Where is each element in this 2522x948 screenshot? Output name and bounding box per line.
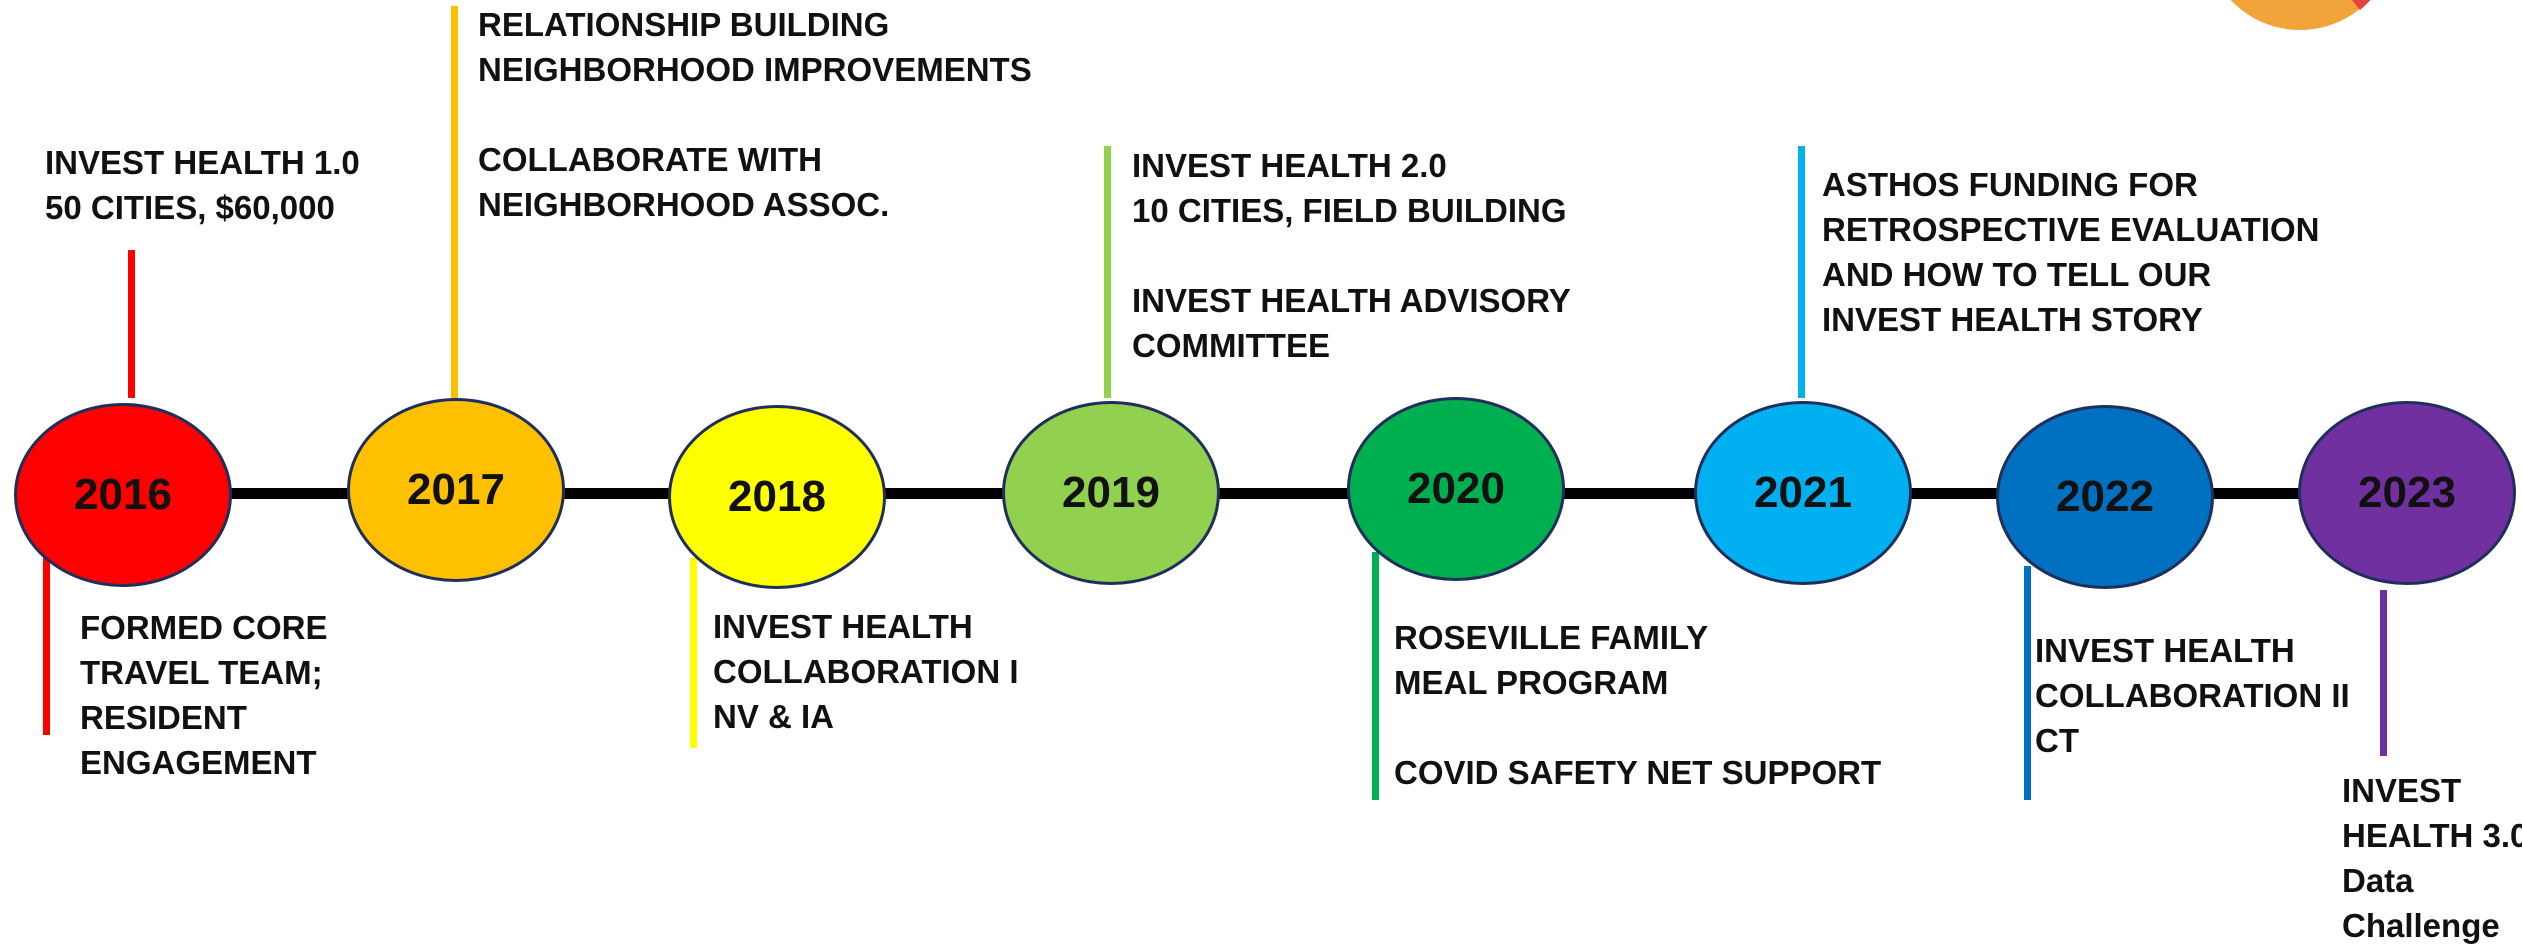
event-2023-below: INVEST HEALTH 3.0 Data Challenge [2342,768,2522,948]
event-2022-below: INVEST HEALTH COLLABORATION II CT [2035,628,2350,763]
event-line: ROSEVILLE FAMILY [1394,619,1709,656]
event-line: INVEST HEALTH STORY [1822,301,2203,338]
event-line: ASTHOS FUNDING FOR [1822,166,2198,203]
event-line: AND HOW TO TELL OUR [1822,256,2212,293]
year-label-2018: 2018 [728,472,826,521]
stem-2018-below [690,558,697,748]
event-2016-below: FORMED CORE TRAVEL TEAM; RESIDENT ENGAGE… [80,605,328,785]
stem-2019-above [1104,146,1111,398]
year-node-2021: 2021 [1694,401,1912,585]
event-line: HEALTH 3.0 [2342,817,2522,854]
year-label-2017: 2017 [407,465,505,514]
year-node-2022: 2022 [1996,405,2214,589]
event-line: COVID SAFETY NET SUPPORT [1394,754,1882,791]
event-line: RELATIONSHIP BUILDING [478,6,890,43]
event-line: MEAL PROGRAM [1394,664,1669,701]
event-line: COMMITTEE [1132,327,1330,364]
stem-2022-below [2024,566,2031,800]
year-node-2016: 2016 [14,403,232,587]
year-node-2023: 2023 [2298,401,2516,585]
logo-graphic [2230,0,2371,30]
event-line: CT [2035,722,2079,759]
event-line: RETROSPECTIVE EVALUATION [1822,211,2320,248]
event-line: NV & IA [713,698,835,735]
event-line: NEIGHBORHOOD ASSOC. [478,186,890,223]
year-node-2018: 2018 [668,405,886,589]
stem-2016-above [128,250,135,398]
event-line: INVEST HEALTH 2.0 [1132,147,1447,184]
event-2020-below: ROSEVILLE FAMILY MEAL PROGRAM COVID SAFE… [1394,615,1881,795]
event-2018-below: INVEST HEALTH COLLABORATION I NV & IA [713,604,1019,739]
event-line: INVEST HEALTH ADVISORY [1132,282,1571,319]
stem-2020-below [1372,552,1379,800]
event-line: Data [2342,862,2414,899]
year-node-2020: 2020 [1347,397,1565,581]
event-line: COLLABORATE WITH [478,141,823,178]
event-line: INVEST [2342,772,2462,809]
year-label-2020: 2020 [1407,464,1505,513]
event-2016-above: INVEST HEALTH 1.0 50 CITIES, $60,000 [45,140,360,230]
year-label-2016: 2016 [74,470,172,519]
event-2019-above: INVEST HEALTH 2.0 10 CITIES, FIELD BUILD… [1132,143,1571,368]
stem-2017-above [451,6,458,398]
event-line [1394,705,1881,750]
event-line: ENGAGEMENT [80,744,317,781]
event-line: INVEST HEALTH 1.0 [45,144,360,181]
event-line: COLLABORATION I [713,653,1019,690]
event-line: FORMED CORE [80,609,328,646]
year-label-2022: 2022 [2056,472,2154,521]
event-2021-above: ASTHOS FUNDING FOR RETROSPECTIVE EVALUAT… [1822,162,2319,342]
event-line: 10 CITIES, FIELD BUILDING [1132,192,1567,229]
event-line: RESIDENT [80,699,247,736]
stem-2023-below [2380,590,2387,756]
event-line: 50 CITIES, $60,000 [45,189,335,226]
event-line [1132,233,1571,278]
event-2017-above: RELATIONSHIP BUILDING NEIGHBORHOOD IMPRO… [478,2,1032,227]
year-label-2023: 2023 [2358,468,2456,517]
year-label-2019: 2019 [1062,468,1160,517]
year-label-2021: 2021 [1754,468,1852,517]
stem-2021-above [1798,146,1805,398]
stem-2016-below [43,548,50,735]
timeline-axis [40,488,2500,499]
event-line: INVEST HEALTH [2035,632,2295,669]
year-node-2019: 2019 [1002,401,1220,585]
event-line: Challenge [2342,907,2500,944]
event-line: INVEST HEALTH [713,608,973,645]
event-line: NEIGHBORHOOD IMPROVEMENTS [478,51,1032,88]
event-line: TRAVEL TEAM; [80,654,323,691]
event-line: COLLABORATION II [2035,677,2350,714]
event-line [478,92,1032,137]
year-node-2017: 2017 [347,398,565,582]
